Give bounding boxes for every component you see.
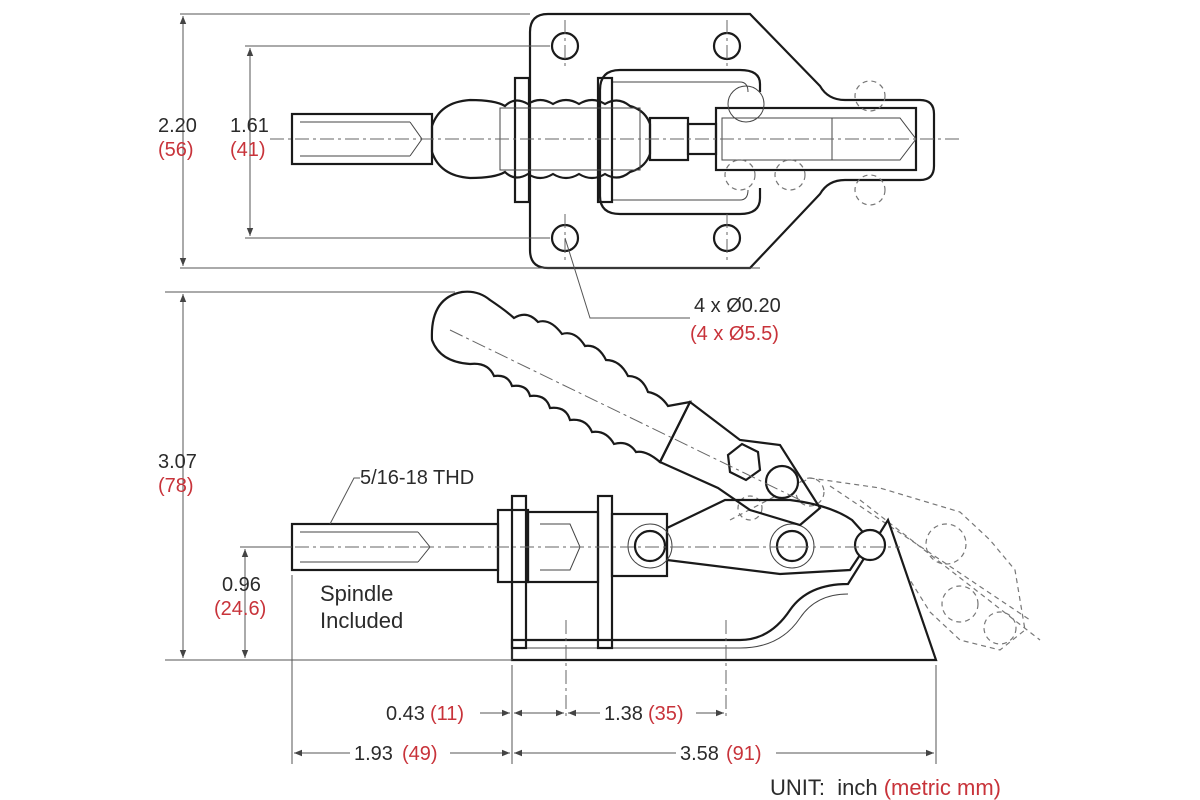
- unit-metric: (metric mm): [884, 775, 1001, 800]
- dim-spindle-height-mm: (24.6): [214, 598, 266, 620]
- lever-handle-grip: [430, 290, 692, 464]
- top-inner-slot: [598, 68, 762, 216]
- dim-hole-spacing-mm: (35): [648, 703, 684, 725]
- dim-top-overall-inch: 2.20: [158, 115, 197, 137]
- side-view: [165, 290, 1041, 764]
- spindle-label-line2: Included: [320, 608, 403, 633]
- dim-hole-spec-inch: 4 x Ø0.20: [694, 295, 781, 317]
- hex-nut: [726, 442, 762, 482]
- dim-side-height-inch: 3.07: [158, 451, 197, 473]
- unit-prefix: UNIT: inch: [770, 775, 884, 800]
- unit-note: UNIT: inch (metric mm): [770, 775, 1001, 800]
- top-flange: [596, 76, 614, 204]
- dimension-labels: 2.20 (56) 1.61 (41) 4 x Ø0.20 (4 x Ø5.5)…: [158, 115, 1001, 800]
- thread-label: 5/16-18 THD: [360, 467, 474, 489]
- lever-arm: [658, 400, 822, 527]
- pivot-pin: [633, 529, 667, 563]
- top-flange: [513, 76, 531, 204]
- dim-side-height-mm: (78): [158, 475, 194, 497]
- pivot-pin: [775, 529, 809, 563]
- dim-spindle-length-inch: 1.93: [354, 743, 393, 765]
- dim-top-overall-mm: (56): [158, 139, 194, 161]
- dim-base-length-inch: 3.58: [680, 743, 719, 765]
- ghost-open-position: [729, 477, 1026, 651]
- side-linkage: [665, 498, 872, 576]
- dim-hole-spacing-inch: 1.38: [604, 703, 643, 725]
- dim-spindle-height-inch: 0.96: [222, 574, 261, 596]
- dim-flange-offset-inch: 0.43: [386, 703, 425, 725]
- dim-top-holes-inch: 1.61: [230, 115, 269, 137]
- pivot-pin: [853, 528, 887, 562]
- side-base: [510, 517, 938, 662]
- dim-hole-spec-mm: (4 x Ø5.5): [690, 323, 779, 345]
- dim-top-holes-mm: (41): [230, 139, 266, 161]
- dim-flange-offset-mm: (11): [430, 703, 464, 725]
- dim-base-length-mm: (91): [726, 743, 762, 765]
- spindle-label-line1: Spindle: [320, 581, 393, 606]
- dim-spindle-length-mm: (49): [402, 743, 438, 765]
- top-view: [179, 12, 960, 319]
